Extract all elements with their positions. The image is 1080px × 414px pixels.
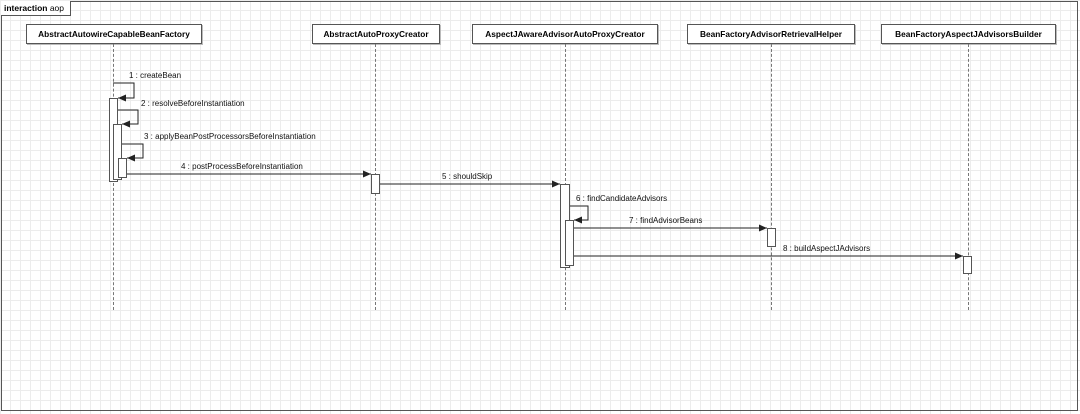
message-label-8: 8 : buildAspectJAdvisors [783, 244, 871, 253]
participant-aspectj-aware-advisor-auto-proxy-creator[interactable]: AspectJAwareAdvisorAutoProxyCreator [472, 24, 658, 44]
participant-bean-factory-aspectj-advisors-builder[interactable]: BeanFactoryAspectJAdvisorsBuilder [881, 24, 1056, 44]
lifeline-bean-factory-aspectj-advisors-builder [968, 44, 969, 310]
lifeline-aspectj-aware-advisor-auto-proxy-creator [565, 44, 566, 310]
arrowhead-8 [955, 252, 963, 260]
participant-bean-factory-advisor-retrieval-helper[interactable]: BeanFactoryAdvisorRetrievalHelper [687, 24, 855, 44]
arrowhead-2 [122, 120, 130, 128]
activation-findadvisorbeans [767, 228, 776, 247]
frame-title-tab: interaction aop [1, 1, 72, 16]
activation-buildaspectjadvisors [963, 256, 972, 274]
activation-findcandidateadvisors [565, 220, 574, 266]
participant-abstract-autowire-capable-bean-factory[interactable]: AbstractAutowireCapableBeanFactory [26, 24, 202, 44]
message-label-7: 7 : findAdvisorBeans [629, 216, 703, 225]
message-label-1: 1 : createBean [129, 71, 182, 80]
participant-abstract-auto-proxy-creator[interactable]: AbstractAutoProxyCreator [312, 24, 440, 44]
arrowhead-7 [759, 224, 767, 232]
message-label-6: 6 : findCandidateAdvisors [576, 194, 668, 203]
arrowhead-5 [552, 180, 560, 188]
activation-postprocessbeforeinstantiation [371, 174, 380, 194]
activation-applybeanpostprocessors [118, 158, 127, 178]
activation-resolvebeforeinstantiation [113, 124, 122, 180]
lifeline-bean-factory-advisor-retrieval-helper [771, 44, 772, 310]
frame-name: aop [49, 3, 65, 13]
message-label-5: 5 : shouldSkip [442, 172, 493, 181]
arrowhead-1 [118, 94, 126, 102]
frame-keyword: interaction [4, 3, 48, 13]
message-label-2: 2 : resolveBeforeInstantiation [141, 99, 245, 108]
arrowhead-3 [127, 154, 135, 162]
message-label-3: 3 : applyBeanPostProcessorsBeforeInstant… [144, 132, 316, 141]
arrowhead-6 [574, 216, 582, 224]
arrowhead-4 [363, 170, 371, 178]
message-label-4: 4 : postProcessBeforeInstantiation [181, 162, 303, 171]
